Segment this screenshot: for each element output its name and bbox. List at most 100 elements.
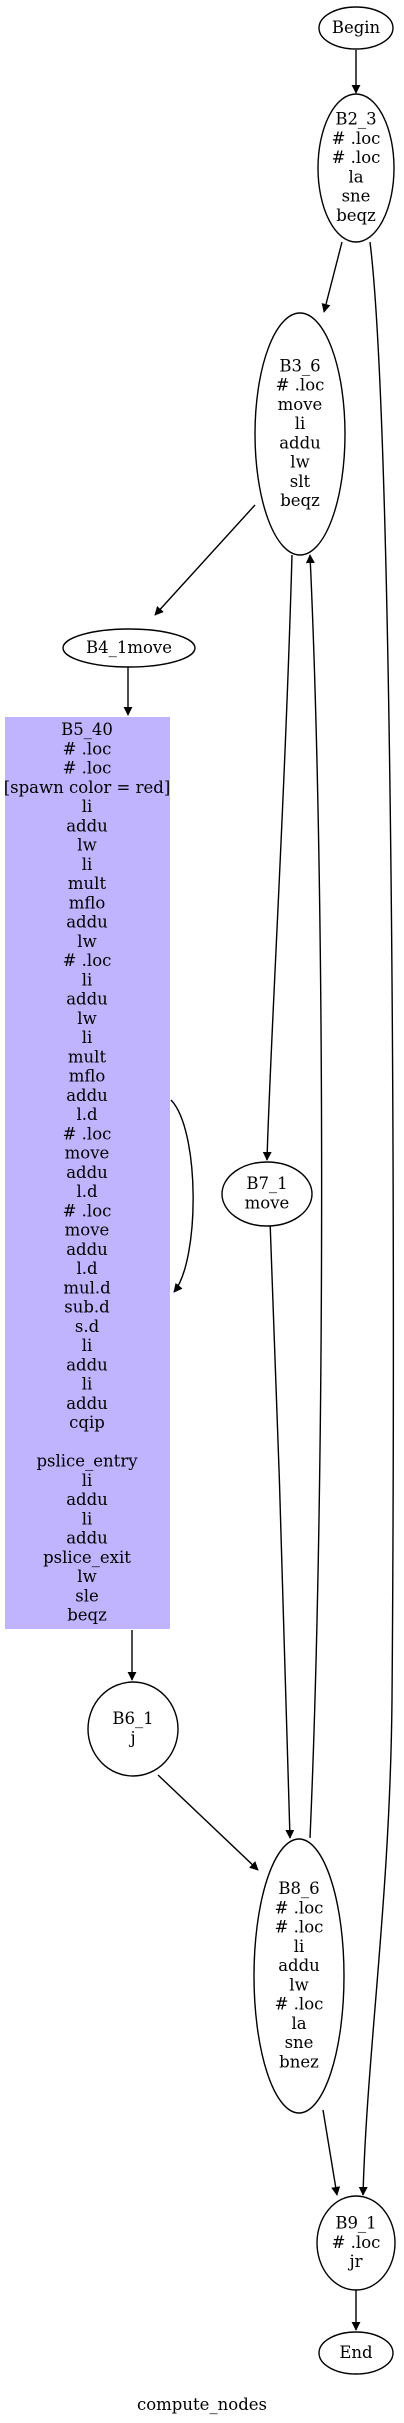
node-instruction: lw	[77, 1009, 96, 1028]
node-instruction: addu	[66, 990, 108, 1009]
node-b8-6-shape	[253, 1838, 345, 2114]
graph-title: compute_nodes	[137, 2395, 267, 2414]
node-instruction: # .loc	[63, 1201, 112, 1220]
node-instruction: l.d	[76, 1105, 98, 1124]
node-instruction: mult	[68, 874, 107, 893]
node-instruction: pslice_exit	[43, 1548, 131, 1567]
node-instruction: addu	[66, 913, 108, 932]
edge-b3-6-b7-1	[262, 554, 293, 1161]
node-instruction: # .loc	[276, 376, 325, 395]
node-instruction: # .loc	[332, 148, 381, 167]
node-instruction: # .loc	[63, 759, 112, 778]
node-b2-3-shape	[317, 93, 395, 243]
node-instruction: addu	[66, 1490, 108, 1509]
node-instruction: j	[128, 1728, 135, 1747]
node-instruction: beqz	[280, 491, 320, 510]
node-instruction: # .loc	[63, 1124, 112, 1143]
node-instruction: li	[294, 1937, 305, 1956]
node-instruction: # .loc	[275, 1918, 324, 1937]
node-instruction: beqz	[336, 206, 376, 225]
node-instruction: addu	[66, 1394, 108, 1413]
node-instruction: li	[82, 1471, 93, 1490]
edge-b6-1-b8-6	[157, 1774, 259, 1871]
node-instruction: jr	[347, 2252, 362, 2271]
node-instruction: li	[82, 1509, 93, 1528]
node-instruction: li	[82, 1336, 93, 1355]
node-instruction: li	[82, 797, 93, 816]
node-instruction: # .loc	[275, 1898, 324, 1917]
node-label: B9_1	[335, 2214, 376, 2233]
node-instruction: slt	[290, 472, 311, 491]
node-instruction: la	[348, 167, 363, 186]
edge-b3-6-b4-1	[154, 504, 256, 616]
node-instruction: # .loc	[332, 2233, 381, 2252]
node-label: Begin	[332, 18, 381, 37]
node-b4-1[interactable]: B4_1move	[62, 628, 196, 668]
edge-b2-3-b3-6	[321, 241, 343, 313]
edge-b8-6-b3-6	[305, 554, 323, 1839]
node-label: B2_3	[335, 110, 376, 129]
node-label: B3_6	[279, 356, 320, 375]
node-instruction: addu	[66, 1240, 108, 1259]
node-instruction: sub.d	[64, 1298, 110, 1317]
node-begin[interactable]: Begin	[318, 6, 394, 50]
node-instruction: addu	[66, 1163, 108, 1182]
node-instruction: li	[82, 855, 93, 874]
node-instruction: mflo	[69, 893, 106, 912]
node-instruction: lw	[77, 932, 96, 951]
node-label: B7_1	[246, 1174, 287, 1193]
node-instruction: lw	[290, 453, 309, 472]
node-end-shape	[318, 2331, 394, 2375]
node-instruction: lw	[289, 1975, 308, 1994]
node-b7-1-shape	[221, 1161, 313, 1227]
node-b6-1-shape	[87, 1681, 179, 1777]
node-label: B4_1move	[86, 638, 172, 657]
node-instruction: addu	[66, 1529, 108, 1548]
node-instruction: pslice_entry	[36, 1452, 138, 1471]
node-instruction: move	[65, 1221, 110, 1240]
node-instruction: l.d	[76, 1259, 98, 1278]
node-instruction: mult	[68, 1047, 107, 1066]
node-instruction: addu	[279, 433, 321, 452]
node-instruction: cqip	[69, 1413, 105, 1432]
node-instruction: beqz	[67, 1606, 107, 1625]
edge-b5-40-self	[170, 1099, 194, 1293]
node-instruction: s.d	[75, 1317, 100, 1336]
node-instruction: addu	[278, 1956, 320, 1975]
node-end[interactable]: End	[318, 2331, 394, 2375]
node-b6-1[interactable]: B6_1j	[87, 1681, 179, 1777]
node-b5-40[interactable]: B5_40# .loc# .loc[spawn color = red]liad…	[4, 717, 171, 1629]
node-instruction: move	[65, 1144, 110, 1163]
node-instruction: bnez	[279, 2052, 319, 2071]
node-instruction: move	[278, 395, 323, 414]
node-instruction: # .loc	[275, 1995, 324, 2014]
node-begin-shape	[318, 6, 394, 50]
node-instruction: li	[82, 1375, 93, 1394]
node-label: B5_40	[61, 720, 113, 739]
node-instruction: addu	[66, 1086, 108, 1105]
edge-b2-3-b9-1	[358, 241, 395, 2196]
node-label: B8_6	[278, 1879, 319, 1898]
node-instruction: addu	[66, 1355, 108, 1374]
node-label: End	[339, 2343, 373, 2362]
node-b5-40-shape	[5, 717, 170, 1629]
edge-b8-6-b9-1	[322, 2109, 341, 2196]
edges	[123, 50, 395, 2331]
node-b4-1-shape	[62, 628, 196, 668]
node-instruction: li	[295, 414, 306, 433]
node-instruction: # .loc	[63, 951, 112, 970]
node-b7-1[interactable]: B7_1move	[221, 1161, 313, 1227]
node-instruction: mflo	[69, 1067, 106, 1086]
node-instruction: addu	[66, 816, 108, 835]
node-instruction: sle	[75, 1586, 99, 1605]
edge-b7-1-b8-6	[269, 1219, 295, 1839]
node-instruction: # .loc	[63, 739, 112, 758]
node-instruction: la	[291, 2014, 306, 2033]
node-instruction: l.d	[76, 1182, 98, 1201]
node-instruction: lw	[77, 836, 96, 855]
node-instruction: sne	[342, 187, 371, 206]
